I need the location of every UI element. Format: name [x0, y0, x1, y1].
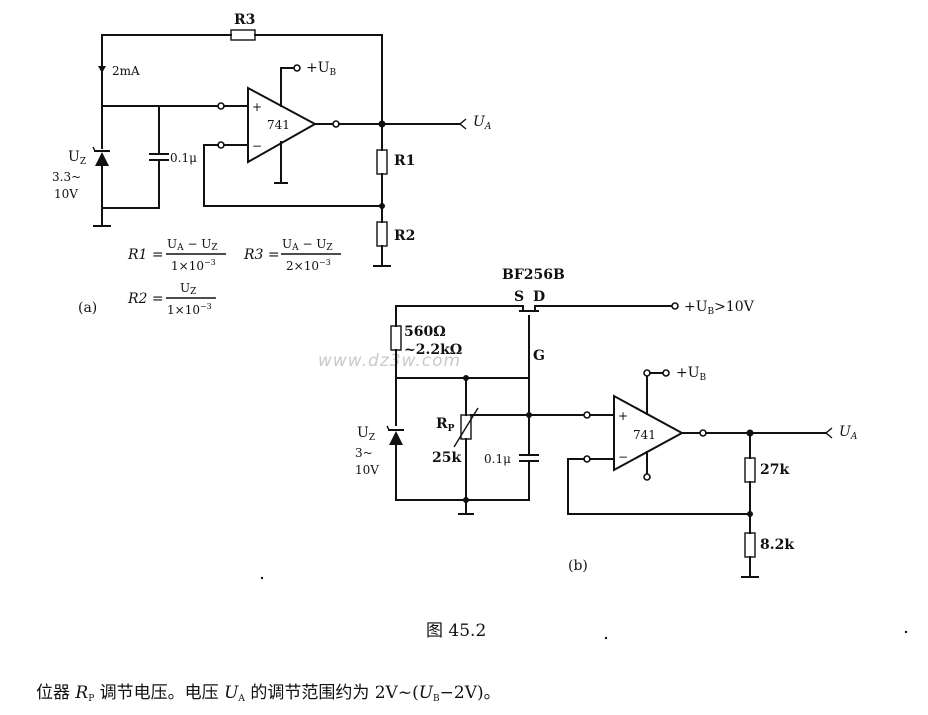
opamp-b-plus: +: [618, 409, 628, 423]
pot-value: 25k: [432, 450, 461, 466]
zener-a-label: UZ: [68, 149, 86, 167]
output-b-label: UA: [839, 424, 858, 442]
zener-b-range-2: 10V: [355, 463, 379, 477]
supply-b-label: +UB: [676, 365, 707, 383]
eq-r2-den: 1×10−3: [167, 302, 212, 317]
pot-label: RP: [436, 416, 455, 434]
cap-a-label: 0.1μ: [170, 151, 197, 165]
eq-r2-num: UZ: [180, 281, 196, 297]
watermark: www.dz3w.com: [318, 351, 461, 371]
current-arrow-icon: [98, 66, 106, 73]
opamp-a-plus: +: [252, 100, 262, 114]
r3-label: R3: [234, 12, 255, 28]
r-27k-label: 27k: [760, 462, 789, 478]
label-b: (b): [568, 558, 588, 574]
figure-caption: 图 45.2: [426, 621, 486, 641]
label-a: (a): [78, 300, 97, 316]
opamp-b-minus: −: [618, 450, 628, 464]
fet-drain-label: D: [533, 289, 545, 305]
opamp-a-label: 741: [267, 118, 290, 132]
current-label: 2mA: [112, 64, 140, 78]
opamp-b-label: 741: [633, 428, 656, 442]
r-27k-resistor: [744, 457, 756, 483]
zener-diode-a-icon: [95, 152, 109, 166]
eq-r3-lhs: R3 =: [243, 247, 280, 263]
eq-r1-lhs: R1 =: [127, 247, 164, 263]
eq-r1-den: 1×10−3: [171, 258, 216, 273]
r-source-label-2: ~2.2kΩ: [404, 342, 462, 358]
fet-source-label: S: [514, 289, 524, 305]
r3-resistor: [230, 29, 256, 41]
r2-label: R2: [394, 228, 415, 244]
r1-resistor: [376, 149, 388, 175]
body-text: 位器 RP 调节电压。电压 UA 的调节范围约为 2V~(UB−2V)。: [36, 683, 501, 704]
zener-a-range-2: 10V: [54, 187, 78, 201]
r-8k2-resistor: [744, 532, 756, 558]
output-a-label: UA: [473, 114, 492, 132]
circuit-a: R3 2mA 0.1μ UZ 3.3~ 10V: [52, 12, 492, 317]
r-source-label-1: 560Ω: [404, 324, 446, 340]
eq-r1-num: UA − UZ: [167, 237, 218, 253]
opamp-a-minus: −: [252, 139, 262, 153]
circuit-b: BF256B S D G +UB>10V 560Ω ~2.2kΩ UZ 3~ 1…: [355, 267, 858, 578]
supply-a-label: +UB: [306, 60, 337, 78]
r2-resistor: [376, 221, 388, 247]
eq-r2-lhs: R2 =: [127, 291, 164, 307]
zener-diode-b-icon: [389, 431, 403, 445]
fet-gate-label: G: [533, 348, 545, 364]
zener-b-range-1: 3~: [355, 446, 373, 460]
cap-b-label: 0.1μ: [484, 452, 511, 466]
r1-label: R1: [394, 153, 415, 169]
supply-in-label: +UB>10V: [684, 299, 755, 317]
r-source-resistor: [390, 325, 402, 351]
zener-a-range-1: 3.3~: [52, 170, 81, 184]
eq-r3-den: 2×10−3: [286, 258, 331, 273]
eq-r3-num: UA − UZ: [282, 237, 333, 253]
fet-label: BF256B: [502, 267, 565, 283]
zener-b-label: UZ: [357, 425, 375, 443]
r-8k2-label: 8.2k: [760, 537, 794, 553]
